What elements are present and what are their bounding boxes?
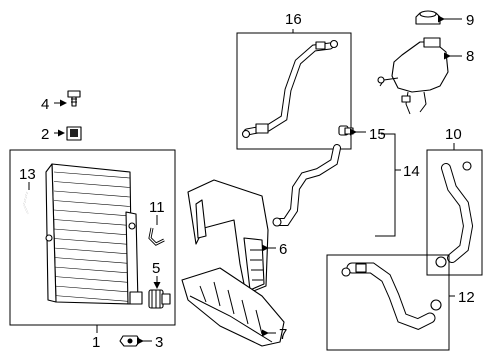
callout-8: 8 [466, 48, 474, 65]
callout-1: 1 [92, 334, 100, 351]
radiator-fin [53, 276, 131, 283]
part-16-clip [315, 41, 326, 50]
part-7-ribs [199, 281, 263, 335]
callout-3: 3 [155, 334, 163, 351]
part-12-hose [341, 262, 442, 330]
callout-2: 2 [41, 126, 49, 143]
part-8-hose-stub-b [419, 91, 427, 113]
part-15-clamp [338, 125, 354, 136]
part-4-head [67, 90, 81, 98]
part-15-tab [344, 127, 354, 135]
part-1-radiator [45, 163, 143, 305]
part-16-coolant-pipe-group [236, 32, 352, 150]
part-7-body [181, 267, 285, 347]
part-10-ring-bottom [435, 256, 447, 268]
part-10-hose [435, 161, 474, 268]
radiator-fin [53, 295, 131, 302]
part-6-left-rib [195, 199, 207, 239]
callout-15: 15 [369, 126, 386, 143]
part-4-thread [71, 98, 77, 103]
part-12-hose-body [347, 263, 435, 329]
part-3-center [127, 338, 133, 344]
part-8-tank-body [391, 41, 449, 93]
part-9-pressure-cap [415, 10, 441, 25]
part-7-edge [189, 295, 273, 343]
radiator-fin [53, 238, 131, 245]
callout-16: 16 [285, 11, 302, 28]
part-16-oring-upper [329, 39, 339, 49]
callout-4: 4 [41, 96, 49, 113]
part-12-fitting [355, 263, 367, 273]
part-16-fitting [255, 123, 269, 134]
part-10-hose-body [442, 164, 473, 262]
part-13-hook-inner [23, 191, 36, 215]
callout-5: 5 [152, 260, 160, 277]
radiator-fin [53, 209, 131, 217]
radiator-fin [53, 171, 131, 179]
leader-14-bracket [375, 133, 396, 237]
part-5-drain-valve [148, 289, 171, 309]
part-8-port [401, 95, 411, 103]
part-3-plug [119, 335, 141, 347]
part-16-frame [236, 32, 352, 150]
part-1-drain [129, 291, 143, 305]
part-1-left-tank [45, 163, 57, 303]
part-10-ring-top [462, 161, 472, 171]
part-4-bolt [67, 90, 81, 107]
part-16-pipe [244, 43, 333, 135]
part-5-ribs [151, 290, 161, 308]
part-7-air-guide [181, 267, 285, 347]
part-6-right-duct [243, 237, 265, 291]
part-12-ring-right [430, 299, 442, 311]
callout-14: 14 [403, 163, 420, 180]
part-1-fins [53, 171, 131, 302]
part-2-grommet [66, 126, 82, 141]
part-14-hose-outline [276, 144, 341, 226]
part-6-louvers [250, 249, 263, 281]
part-14-coolant-hose [272, 144, 341, 227]
part-11-clip [148, 227, 165, 246]
part-2-hole [70, 129, 78, 137]
part-1-mount-left [45, 234, 53, 242]
part-8-expansion-tank [377, 37, 449, 115]
part-16-oring-lower [241, 129, 251, 139]
radiator-fin [53, 285, 131, 293]
part-12-ring-left [341, 267, 351, 277]
part-9-cap-top [419, 10, 437, 18]
callout-13: 13 [19, 166, 36, 183]
part-8-filler-neck [423, 37, 441, 48]
radiator-fin [53, 257, 131, 264]
radiator-fin [53, 228, 131, 236]
radiator-fin [53, 247, 131, 255]
callout-9: 9 [466, 12, 474, 29]
part-13-clip [23, 191, 36, 215]
callout-11: 11 [149, 199, 165, 216]
callout-7: 7 [279, 326, 287, 343]
part-14-end-ring [272, 217, 282, 227]
part-1-mount-right [128, 222, 136, 230]
callout-10: 10 [445, 126, 462, 143]
radiator-fin [53, 266, 131, 274]
radiator-fin [53, 200, 131, 207]
part-8-mount [377, 76, 385, 84]
part-5-tip [161, 293, 171, 305]
part-8-hose-stub-a [405, 91, 411, 115]
radiator-fin [53, 190, 131, 198]
callout-6: 6 [279, 241, 287, 258]
radiator-fin [53, 219, 131, 226]
radiator-fin [53, 181, 131, 188]
part-11-shape-inner [149, 227, 165, 245]
part-1-frame [9, 149, 176, 326]
callout-12: 12 [458, 289, 475, 306]
part-14-hose [277, 145, 340, 225]
part-12-frame [326, 254, 450, 351]
